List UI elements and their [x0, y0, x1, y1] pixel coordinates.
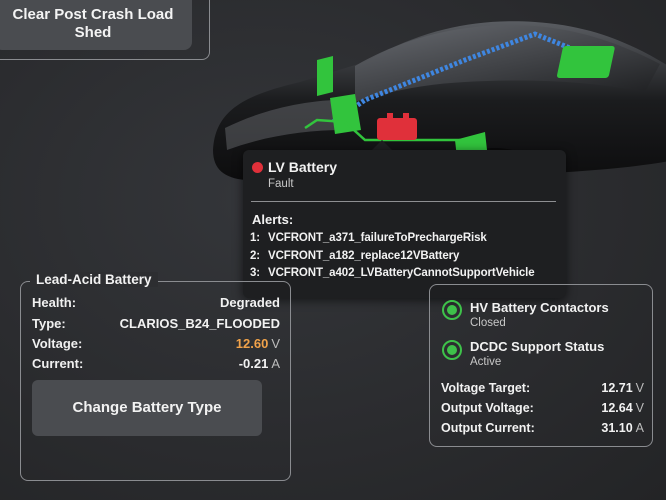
battery-terminal — [387, 113, 393, 118]
popup-title: LV Battery — [268, 159, 337, 175]
voltage-target-label: Voltage Target: — [441, 381, 531, 395]
lv-battery-popup: LV Battery Fault Alerts: 1: VCFRONT_a371_… — [243, 150, 566, 298]
component-dcdc — [330, 94, 361, 134]
alert-item: 3: VCFRONT_a402_LVBatteryCannotSupportVeh… — [250, 267, 535, 279]
alert-number: 3: — [250, 267, 261, 279]
component-rear — [556, 46, 615, 78]
popup-pointer — [371, 140, 393, 151]
component-front-left — [317, 56, 333, 96]
voltage-label: Voltage: — [32, 336, 83, 351]
button-label-line2: Shed — [74, 24, 112, 41]
lv-battery-fault — [377, 118, 417, 140]
current-value: -0.21 — [238, 356, 269, 371]
alert-text: VCFRONT_a182_replace12VBattery — [268, 250, 460, 262]
change-battery-type-button[interactable]: Change Battery Type — [32, 380, 262, 436]
alert-item: 2: VCFRONT_a182_replace12VBattery — [250, 250, 459, 262]
output-current-value: 31.10 — [601, 421, 633, 435]
alert-number: 2: — [250, 250, 261, 262]
hv-contactors-status: Closed — [470, 317, 506, 329]
crash-load-group — [0, 0, 210, 60]
health-row: Health: Degraded — [32, 295, 280, 310]
dcdc-support-status: Active — [470, 356, 502, 368]
output-current-label: Output Current: — [441, 421, 535, 435]
current-unit: A — [271, 356, 280, 371]
health-label: Health: — [32, 295, 77, 310]
hv-contactors-label: HV Battery Contactors — [470, 300, 609, 315]
battery-terminal-2 — [403, 113, 409, 118]
fault-indicator-icon — [252, 162, 263, 173]
car-glass — [355, 25, 660, 102]
type-value: CLARIOS_B24_FLOODED — [119, 316, 280, 331]
current-label: Current: — [32, 356, 84, 371]
check-circle-icon — [442, 300, 462, 320]
alert-item: 1: VCFRONT_a371_failureToPrechargeRisk — [250, 232, 487, 244]
voltage-target-value: 12.71 — [601, 381, 633, 395]
voltage-target-unit: V — [635, 381, 644, 395]
alert-text: VCFRONT_a371_failureToPrechargeRisk — [268, 232, 487, 244]
check-circle-icon — [442, 340, 462, 360]
output-voltage-label: Output Voltage: — [441, 401, 534, 415]
output-current-unit: A — [635, 421, 644, 435]
type-row: Type: CLARIOS_B24_FLOODED — [32, 316, 280, 331]
popup-divider — [251, 201, 556, 202]
button-label-line1: Clear Post Crash Load — [12, 6, 174, 23]
hood-highlight — [225, 99, 355, 150]
output-voltage-value: 12.64 — [601, 401, 633, 415]
lead-acid-title: Lead-Acid Battery — [30, 272, 158, 287]
type-label: Type: — [32, 316, 66, 331]
alerts-header: Alerts: — [252, 212, 294, 227]
clear-post-crash-load-shed-button[interactable]: Clear Post Crash Load Shed — [0, 0, 192, 50]
dcdc-support-label: DCDC Support Status — [470, 339, 605, 354]
voltage-unit: V — [271, 336, 280, 351]
hv-dcdc-panel — [429, 284, 653, 447]
voltage-value: 12.60 — [235, 336, 269, 351]
health-value: Degraded — [220, 295, 280, 310]
alert-number: 1: — [250, 232, 261, 244]
alert-text: VCFRONT_a402_LVBatteryCannotSupportVehic… — [268, 267, 535, 279]
popup-status: Fault — [268, 178, 294, 190]
output-voltage-unit: V — [635, 401, 644, 415]
